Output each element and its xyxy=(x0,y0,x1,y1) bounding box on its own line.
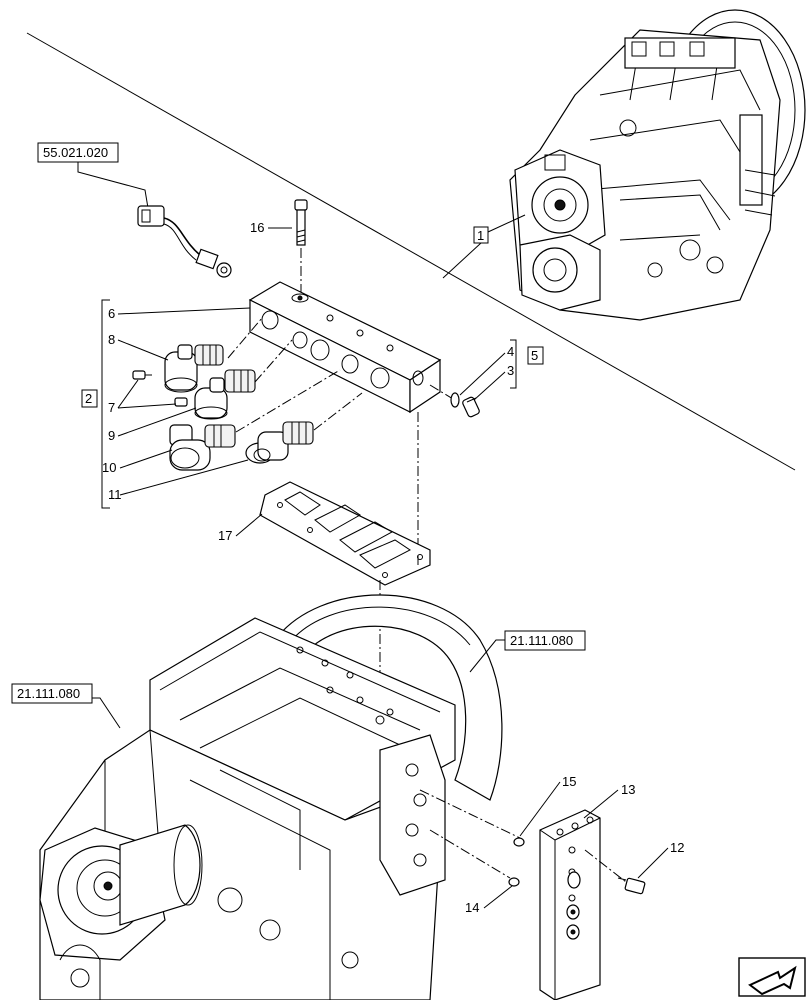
solenoid-valve-10 xyxy=(169,424,236,471)
callout-11: 11 xyxy=(108,487,122,502)
callout-14: 14 xyxy=(465,900,479,915)
callout-3: 3 xyxy=(507,363,514,378)
callout-1: 1 xyxy=(477,228,484,243)
callout-2: 2 xyxy=(85,391,92,406)
callout-4: 4 xyxy=(507,344,514,359)
callout-16: 16 xyxy=(250,220,264,235)
plug-3 xyxy=(462,396,480,418)
bolt-12 xyxy=(617,877,646,895)
callout-box-2 xyxy=(81,389,98,408)
solenoid-valve-9 xyxy=(194,369,256,420)
seal-ring-15 xyxy=(513,837,525,847)
solenoid-valve-11 xyxy=(245,421,314,464)
valve-block-6 xyxy=(248,281,442,414)
gasket-17 xyxy=(259,481,431,586)
solenoid-valve-8 xyxy=(164,344,224,393)
reference-transmission-left[interactable]: 21.111.080 xyxy=(17,686,80,701)
adapter-block-13 xyxy=(539,809,601,1000)
reference-box-transmission-left[interactable] xyxy=(11,683,93,704)
callout-12: 12 xyxy=(670,840,684,855)
callout-17: 17 xyxy=(218,528,232,543)
screw-7a xyxy=(132,370,152,380)
callout-9: 9 xyxy=(108,428,115,443)
next-page-arrow-icon[interactable] xyxy=(738,957,806,997)
callout-15: 15 xyxy=(562,774,576,789)
bolt-16 xyxy=(294,199,308,246)
callout-10: 10 xyxy=(102,460,116,475)
screw-7b xyxy=(174,397,188,407)
transmission-housing-illustration xyxy=(39,594,503,1000)
callout-8: 8 xyxy=(108,332,115,347)
reference-transmission-right[interactable]: 21.111.080 xyxy=(510,633,573,648)
callout-13: 13 xyxy=(621,782,635,797)
callout-box-5 xyxy=(527,346,544,365)
reference-wiring[interactable]: 55.021.020 xyxy=(43,145,108,160)
wiring-harness-illustration xyxy=(137,205,232,278)
callout-5: 5 xyxy=(531,348,538,363)
callout-7: 7 xyxy=(108,400,115,415)
transmission-overview-illustration xyxy=(509,9,806,321)
callout-6: 6 xyxy=(108,306,115,321)
seal-ring-14 xyxy=(508,877,520,887)
seal-ring-4 xyxy=(450,392,460,408)
separator-line xyxy=(26,32,796,471)
